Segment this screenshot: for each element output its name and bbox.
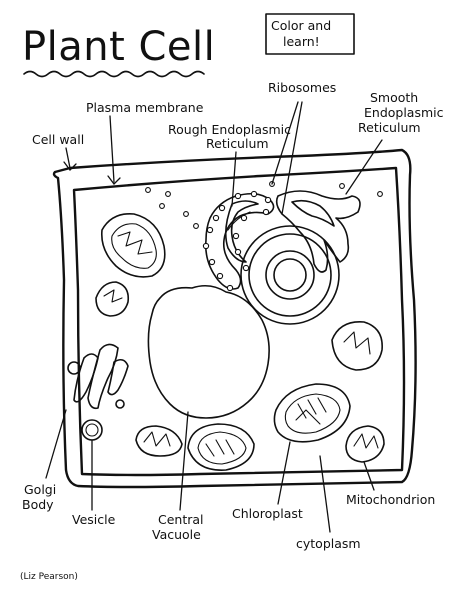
badge-line-2: learn! — [283, 34, 320, 49]
golgi-body — [67, 343, 129, 410]
color-and-learn-badge: Color and learn! — [265, 13, 355, 55]
nucleus — [240, 225, 340, 325]
page-title: Plant Cell — [22, 24, 215, 70]
label-mitochondrion: Mitochondrion — [346, 492, 435, 507]
label-golgi-line-1: Golgi — [24, 482, 56, 497]
label-golgi-line-2: Body — [22, 497, 54, 512]
chloroplast-right — [273, 383, 351, 443]
label-cytoplasm: cytoplasm — [296, 536, 361, 551]
label-smooth-er-line-2: Endoplasmic — [364, 105, 444, 120]
chloroplast-bottom — [187, 423, 255, 471]
ribosome-dots — [145, 181, 383, 229]
label-rough-er-line-2: Reticulum — [206, 136, 269, 151]
vesicle — [81, 419, 103, 441]
mitochondrion-bottom-left — [135, 425, 183, 457]
mitochondrion-bottom-right — [345, 425, 385, 463]
title-underline — [23, 70, 205, 78]
mitochondrion-top-left — [100, 213, 166, 278]
label-central-vacuole-line-2: Vacuole — [152, 527, 201, 542]
label-plasma-membrane: Plasma membrane — [86, 100, 204, 115]
label-chloroplast: Chloroplast — [232, 506, 303, 521]
smooth-er — [275, 190, 361, 273]
label-smooth-er-line-3: Reticulum — [358, 120, 421, 135]
mitochondrion-left-small — [95, 281, 130, 317]
label-smooth-er-line-1: Smooth — [370, 90, 418, 105]
label-rough-er-line-1: Rough Endoplasmic — [168, 122, 291, 137]
credit: (Liz Pearson) — [20, 572, 78, 582]
badge-line-1: Color and — [271, 18, 331, 33]
label-vesicle: Vesicle — [72, 512, 116, 527]
central-vacuole — [147, 284, 270, 419]
label-ribosomes: Ribosomes — [268, 80, 336, 95]
label-cell-wall: Cell wall — [32, 132, 84, 147]
rough-er — [202, 190, 275, 292]
mitochondrion-right — [331, 321, 383, 371]
label-central-vacuole-line-1: Central — [158, 512, 204, 527]
cell-wall — [52, 148, 417, 489]
leader-lines — [45, 101, 383, 533]
